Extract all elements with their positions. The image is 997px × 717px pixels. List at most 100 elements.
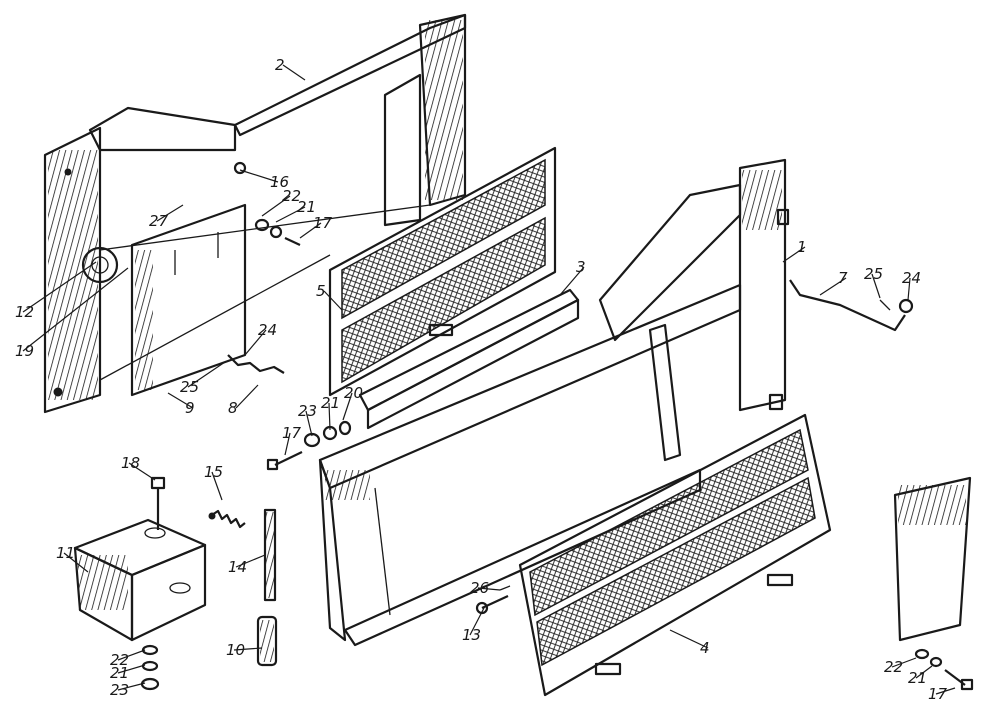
callout-number: 10 bbox=[226, 641, 245, 659]
callout-c21a: 21 bbox=[275, 198, 316, 223]
callout-number: 21 bbox=[297, 198, 316, 216]
leader-line bbox=[305, 410, 313, 437]
leader-line bbox=[669, 629, 709, 649]
bolt-part-18 bbox=[150, 476, 166, 530]
leader-line bbox=[117, 664, 146, 674]
callout-c24b: 24 bbox=[902, 269, 921, 301]
callout-c5: 5 bbox=[316, 282, 343, 311]
leader-line bbox=[128, 462, 156, 481]
callout-number: 9 bbox=[185, 399, 195, 417]
callout-c20: 20 bbox=[342, 384, 363, 421]
leader-line bbox=[261, 195, 291, 217]
leader-line bbox=[156, 204, 184, 222]
small-side-plate bbox=[893, 476, 972, 642]
callout-number: 5 bbox=[316, 282, 326, 300]
spring-part-15 bbox=[208, 509, 246, 529]
callout-number: 14 bbox=[228, 558, 247, 576]
callout-number: 25 bbox=[864, 265, 883, 283]
callout-number: 22 bbox=[884, 658, 903, 676]
leader-line bbox=[187, 361, 226, 388]
callout-c22c: 22 bbox=[884, 657, 917, 676]
leader-line bbox=[275, 206, 306, 223]
callout-number: 24 bbox=[258, 321, 277, 339]
callout-c22a: 22 bbox=[261, 187, 301, 217]
callout-number: 24 bbox=[902, 269, 921, 287]
leader-line bbox=[63, 552, 89, 573]
sleeve-part-10 bbox=[256, 615, 278, 667]
callout-number: 17 bbox=[282, 424, 302, 442]
callout-c7: 7 bbox=[819, 269, 848, 296]
callout-number: 23 bbox=[298, 402, 317, 420]
callout-c1: 1 bbox=[782, 238, 807, 263]
bracket-part-11 bbox=[73, 518, 207, 642]
callout-c23b: 23 bbox=[110, 681, 146, 699]
callout-number: 16 bbox=[270, 173, 289, 191]
leader-line bbox=[244, 329, 267, 356]
leader-line bbox=[167, 392, 194, 409]
leader-line bbox=[342, 392, 353, 421]
threaded-rod-part-14 bbox=[263, 508, 277, 602]
callout-number: 21 bbox=[908, 669, 927, 687]
callout-c22b: 22 bbox=[110, 649, 146, 669]
rod-part-7 bbox=[789, 279, 914, 332]
callout-number: 19 bbox=[15, 342, 34, 360]
callout-c21d: 21 bbox=[908, 665, 933, 687]
callout-number: 7 bbox=[838, 269, 848, 287]
leader-line bbox=[117, 682, 146, 691]
callout-number: 22 bbox=[110, 651, 129, 669]
callout-number: 2 bbox=[275, 56, 285, 74]
callout-number: 11 bbox=[56, 544, 75, 562]
callout-number: 13 bbox=[462, 626, 481, 644]
leader-line bbox=[22, 261, 97, 313]
callout-c23a: 23 bbox=[298, 402, 317, 437]
callout-c8: 8 bbox=[228, 384, 259, 417]
upper-grille-part-5 bbox=[328, 146, 557, 397]
callout-number: 20 bbox=[344, 384, 363, 402]
leader-line bbox=[819, 277, 847, 296]
rear-frame-part-2 bbox=[43, 13, 467, 414]
callout-c15: 15 bbox=[204, 463, 223, 501]
callout-number: 1 bbox=[797, 238, 807, 256]
callout-c17b: 17 bbox=[282, 424, 302, 456]
callout-c24a: 24 bbox=[244, 321, 277, 356]
callout-number: 21 bbox=[321, 394, 340, 412]
callout-c26: 26 bbox=[470, 579, 501, 597]
callout-number: 18 bbox=[121, 454, 140, 472]
leader-line bbox=[233, 647, 263, 651]
callout-number: 27 bbox=[149, 212, 169, 230]
leader-line bbox=[22, 267, 129, 352]
leader-line bbox=[915, 665, 933, 679]
callout-number: 23 bbox=[110, 681, 129, 699]
callout-c14: 14 bbox=[228, 554, 266, 576]
callout-c4: 4 bbox=[669, 629, 710, 657]
leader-line bbox=[891, 657, 917, 668]
callout-number: 17 bbox=[928, 685, 948, 703]
lower-grille-part-4 bbox=[518, 413, 832, 697]
callout-number: 15 bbox=[204, 463, 223, 481]
callout-c25b: 25 bbox=[864, 265, 883, 299]
fastener-bolt-17-upper bbox=[227, 161, 301, 374]
leader-line bbox=[477, 587, 501, 591]
leader-line bbox=[782, 246, 806, 263]
callout-c17a: 17 bbox=[299, 214, 333, 239]
fastener-bolt-17-right bbox=[914, 648, 974, 691]
callout-number: 8 bbox=[228, 399, 238, 417]
leader-line bbox=[323, 290, 343, 311]
callout-number: 12 bbox=[15, 303, 34, 321]
callout-number: 21 bbox=[110, 664, 129, 682]
leader-line bbox=[235, 384, 259, 409]
callout-c11: 11 bbox=[56, 544, 89, 573]
callout-c3: 3 bbox=[559, 258, 586, 296]
callout-labels: 1234578910111213141516171717181920212121… bbox=[15, 56, 956, 703]
callout-number: 4 bbox=[700, 639, 710, 657]
callout-c25a: 25 bbox=[180, 361, 226, 396]
side-panel-part-9 bbox=[130, 203, 247, 397]
leader-line bbox=[299, 222, 322, 239]
callout-c10: 10 bbox=[226, 641, 263, 659]
callout-c12: 12 bbox=[15, 261, 97, 321]
leader-line bbox=[282, 64, 306, 81]
callout-c18: 18 bbox=[121, 454, 156, 481]
leader-line bbox=[284, 432, 291, 456]
leader-line bbox=[239, 169, 279, 183]
